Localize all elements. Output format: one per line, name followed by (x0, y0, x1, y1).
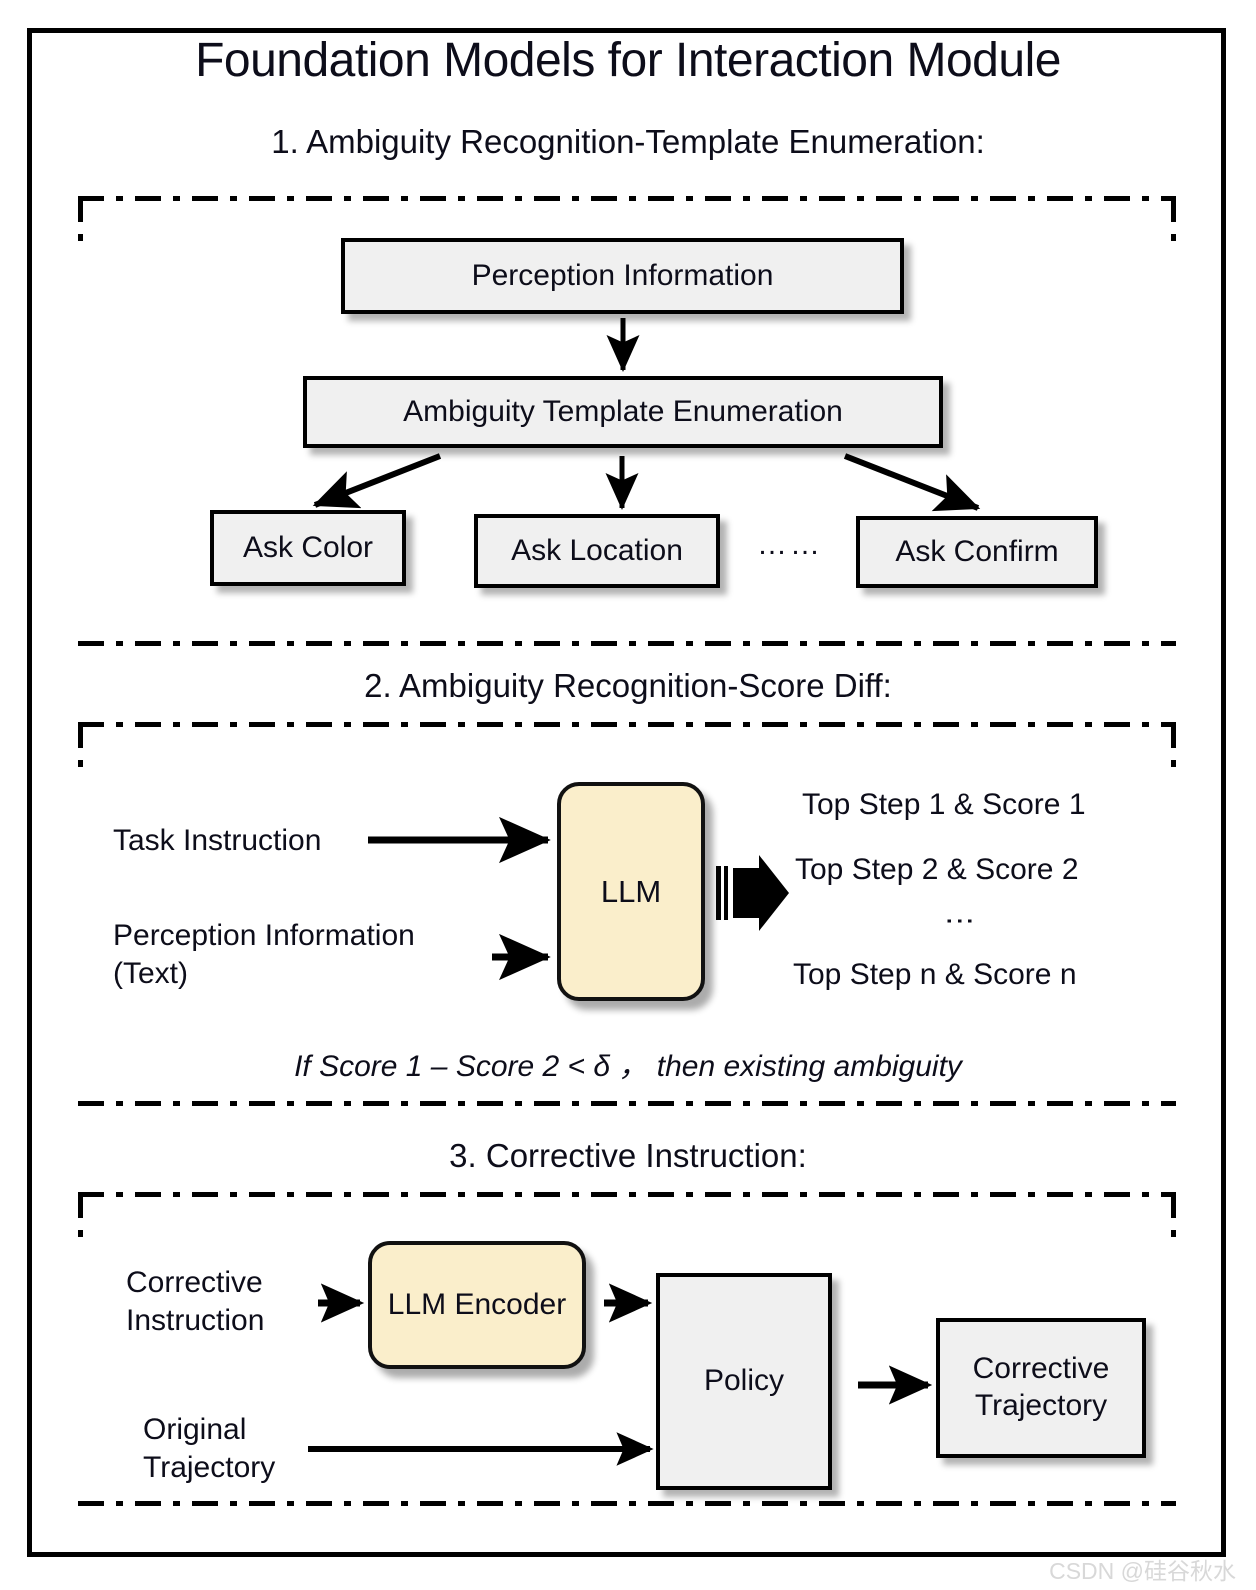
ambiguity-condition-formula: If Score 1 – Score 2 < δ ， then existing… (294, 1050, 962, 1083)
label-perception-information-text: Perception Information (Text) (113, 919, 415, 991)
panel-edge-left (78, 722, 83, 1106)
label-original-trajectory: Original Trajectory (143, 1413, 276, 1485)
panel-edge-top (78, 1192, 1176, 1197)
panel-edge-bottom (78, 1101, 1176, 1106)
page-title: Foundation Models for Interaction Module (195, 34, 1061, 87)
section-2-title: 2. Ambiguity Recognition-Score Diff: (364, 667, 892, 704)
label-top-step-2: Top Step 2 & Score 2 (795, 853, 1079, 886)
section-1-title: 1. Ambiguity Recognition-Template Enumer… (271, 123, 985, 160)
node-llm-encoder: LLM Encoder (368, 1241, 586, 1369)
panel-edge-left (78, 196, 83, 646)
label-task-instruction: Task Instruction (113, 824, 322, 857)
panel-edge-bottom (78, 641, 1176, 646)
node-ambiguity-template-enumeration: Ambiguity Template Enumeration (303, 376, 943, 448)
node-perception-information: Perception Information (341, 238, 904, 314)
panel-edge-top (78, 722, 1176, 727)
panel-edge-bottom (78, 1501, 1176, 1506)
panel-edge-right (1171, 196, 1176, 646)
section-3-title: 3. Corrective Instruction: (449, 1137, 807, 1174)
node-corrective-trajectory: Corrective Trajectory (936, 1318, 1146, 1458)
label-top-step-1: Top Step 1 & Score 1 (802, 788, 1086, 821)
label-top-step-n: Top Step n & Score n (793, 958, 1077, 991)
node-ask-color: Ask Color (210, 510, 406, 586)
panel-edge-right (1171, 1192, 1176, 1506)
watermark: CSDN @硅谷秋水 (1049, 1558, 1236, 1584)
panel-edge-right (1171, 722, 1176, 1106)
vertical-ellipsis-icon: ⋮ (943, 906, 976, 936)
panel-edge-left (78, 1192, 83, 1506)
node-policy: Policy (656, 1273, 832, 1490)
node-ask-location: Ask Location (474, 514, 720, 588)
node-ask-confirm: Ask Confirm (856, 516, 1098, 588)
node-llm: LLM (557, 782, 705, 1001)
label-corrective-instruction: Corrective Instruction (126, 1266, 265, 1338)
panel-edge-top (78, 196, 1176, 201)
ellipsis-dots: …… (757, 528, 823, 561)
